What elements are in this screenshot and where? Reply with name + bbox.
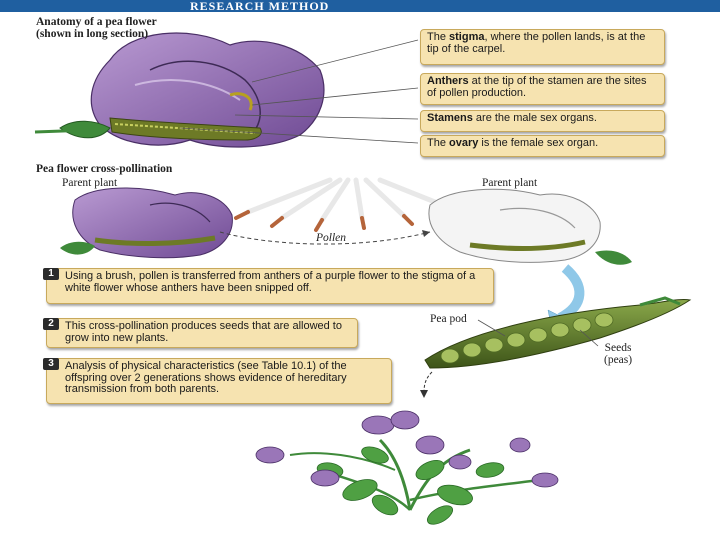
callout-ovary-post: is the female sex organ. bbox=[478, 137, 598, 149]
seeds-label-line1: Seeds bbox=[604, 342, 632, 354]
pea-pod bbox=[425, 298, 690, 368]
step-3: 3 Analysis of physical characteristics (… bbox=[46, 358, 392, 404]
callout-ovary-term: ovary bbox=[449, 137, 478, 149]
growth-arrow bbox=[424, 372, 432, 392]
anatomy-title-line2: (shown in long section) bbox=[36, 28, 157, 40]
pea-pod-label: Pea pod bbox=[430, 313, 467, 325]
step-2-text: This cross-pollination produces seeds th… bbox=[65, 320, 342, 344]
callout-stamens-post: are the male sex organs. bbox=[473, 112, 597, 124]
parent-plant-left-label: Parent plant bbox=[62, 177, 117, 189]
seeds-label-line2: (peas) bbox=[604, 354, 632, 366]
process-arrow bbox=[560, 268, 579, 318]
callout-ovary-pre: The bbox=[427, 137, 449, 149]
step-1: 1 Using a brush, pollen is transferred f… bbox=[46, 268, 494, 304]
step-2: 2 This cross-pollination produces seeds … bbox=[46, 318, 358, 348]
step-1-number: 1 bbox=[43, 268, 59, 280]
step-3-text: Analysis of physical characteristics (se… bbox=[65, 360, 347, 395]
anatomy-flower bbox=[35, 33, 418, 147]
step-1-text: Using a brush, pollen is transferred fro… bbox=[65, 270, 475, 294]
callout-anthers: Anthers at the tip of the stamen are the… bbox=[420, 73, 665, 105]
step-3-number: 3 bbox=[43, 358, 59, 370]
callout-stamens: Stamens are the male sex organs. bbox=[420, 110, 665, 132]
parent-flower-white bbox=[429, 189, 632, 264]
cross-pollination-title: Pea flower cross-pollination bbox=[36, 163, 172, 175]
callout-stigma-pre: The bbox=[427, 31, 449, 43]
offspring-plant bbox=[256, 411, 558, 528]
callout-ovary: The ovary is the female sex organ. bbox=[420, 135, 665, 157]
anatomy-title: Anatomy of a pea flower (shown in long s… bbox=[36, 16, 157, 40]
step-2-number: 2 bbox=[43, 318, 59, 330]
callout-stigma-term: stigma bbox=[449, 31, 484, 43]
anatomy-title-line1: Anatomy of a pea flower bbox=[36, 16, 157, 28]
parent-flower-purple bbox=[60, 188, 232, 258]
seeds-label: Seeds (peas) bbox=[604, 342, 632, 366]
parent-plant-right-label: Parent plant bbox=[482, 177, 537, 189]
callout-stamens-term: Stamens bbox=[427, 112, 473, 124]
pollen-label: Pollen bbox=[316, 232, 346, 244]
callout-anthers-term: Anthers bbox=[427, 75, 469, 87]
callout-stigma: The stigma, where the pollen lands, is a… bbox=[420, 29, 665, 65]
